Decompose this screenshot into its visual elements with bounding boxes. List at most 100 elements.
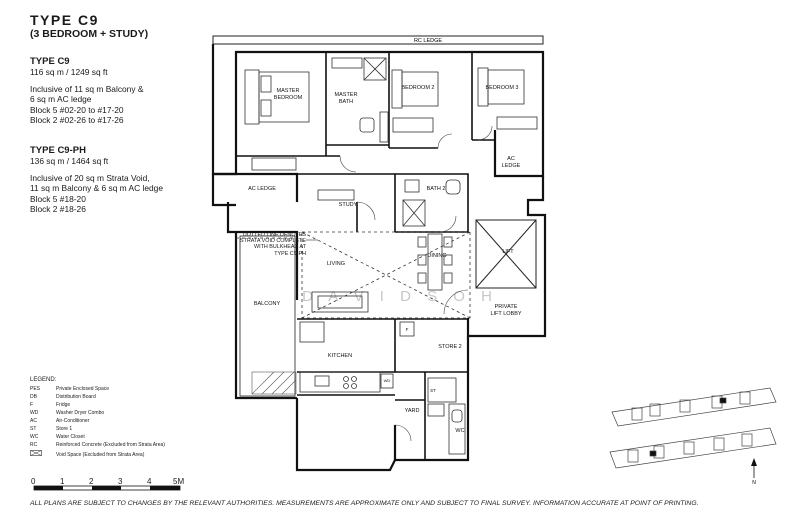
room-ac-ledge-right: LEDGE — [502, 163, 521, 169]
scale-bar — [33, 485, 181, 491]
page-subtitle: (3 BEDROOM + STUDY) — [30, 28, 149, 40]
legend-item: DB Distribution Board — [30, 394, 96, 400]
room-dining: DINING — [427, 253, 446, 259]
room-yard: YARD — [405, 408, 420, 414]
scale-label: 0 — [31, 477, 36, 486]
legend-code: WD — [30, 410, 39, 416]
room-master-bath: BATH — [339, 99, 353, 105]
legend-item: PES Private Enclosed Space — [30, 386, 109, 392]
ac-ledge-bottom — [251, 371, 297, 395]
bedroom3-bed — [477, 67, 538, 130]
unit-line: Block 2 #02-26 to #17-26 — [30, 114, 124, 125]
scale-label: 2 — [89, 477, 94, 486]
legend-desc: Washer Dryer Combo — [56, 410, 105, 416]
master-bath-fixtures — [331, 57, 389, 143]
bedroom2-bed — [391, 69, 439, 133]
callout-line: WITH BULKHEAD AT — [253, 244, 306, 251]
door-swings — [339, 125, 493, 442]
room-master-bath: MASTER — [335, 92, 358, 98]
wardrobe — [251, 157, 297, 171]
unit-name: TYPE C9 — [30, 56, 70, 67]
unit-line: Block 2 #18-26 — [30, 203, 86, 214]
room-bedroom2: BEDROOM 2 — [401, 85, 434, 91]
label-fridge: F — [406, 327, 409, 332]
room-ac-ledge-left: AC LEDGE — [248, 186, 276, 192]
page-title: TYPE C9 — [30, 12, 99, 28]
yard-fixtures — [427, 377, 466, 455]
key-plan — [609, 387, 777, 469]
unit-name: TYPE C9-PH — [30, 145, 86, 156]
strata-void-callout: DOTTED LINE DENOTES STRATA VOID COMPLETE… — [228, 232, 306, 257]
legend-title: LEGEND: — [30, 377, 57, 383]
unit-line: Inclusive of 11 sq m Balcony & — [30, 84, 144, 95]
study-desk — [317, 189, 355, 201]
legend-item: RC Reinforced Concrete (Excluded from Str… — [30, 442, 165, 448]
unit-line: Inclusive of 20 sq m Strata Void, — [30, 173, 150, 184]
legend-code: DB — [30, 394, 37, 400]
room-lift: LIFT — [502, 249, 514, 255]
room-living: LIVING — [327, 261, 345, 267]
rc-ledge: RC LEDGE — [212, 35, 544, 45]
balcony-area — [239, 235, 296, 397]
legend-desc: Air-Conditioner — [56, 418, 90, 424]
disclaimer-footer: ALL PLANS ARE SUBJECT TO CHANGES BY THE … — [30, 500, 699, 507]
unit-line: 6 sq m AC ledge — [30, 94, 92, 105]
room-private-lift-lobby: LIFT LOBBY — [490, 311, 521, 317]
legend-desc: Distribution Board — [56, 394, 96, 400]
unit-area: 136 sq m / 1464 sq ft — [30, 156, 109, 166]
callout-line: DOTTED LINE DENOTES — [242, 232, 306, 238]
bath2-fixtures — [402, 179, 461, 227]
lift — [475, 219, 537, 289]
legend-item: AC Air-Conditioner — [30, 418, 89, 424]
legend-code: PES — [30, 386, 41, 392]
room-master-bedroom: MASTER — [277, 88, 300, 94]
legend-item: WC Water Closet — [30, 434, 85, 440]
legend-code: ST — [30, 426, 37, 432]
void-space-swatch — [30, 450, 56, 458]
room-master-bedroom: BEDROOM — [274, 95, 303, 101]
room-balcony: BALCONY — [254, 301, 281, 307]
scale-label: 4 — [147, 477, 152, 486]
unit-line: Block 5 #18-20 — [30, 193, 86, 204]
legend-desc: Water Closet — [56, 434, 85, 440]
room-bedroom3: BEDROOM 3 — [485, 85, 518, 91]
room-wc: WC — [455, 428, 464, 434]
room-study: STUDY — [339, 202, 358, 208]
room-bath2: BATH 2 — [427, 186, 446, 192]
legend-item: F Fridge — [30, 402, 70, 408]
legend-code: F — [30, 402, 34, 408]
kitchen-counters — [299, 321, 415, 393]
sofa — [311, 291, 369, 313]
svg-text:RC LEDGE: RC LEDGE — [414, 38, 442, 44]
legend-item: WD Washer Dryer Combo — [30, 410, 104, 416]
scale-label: 1 — [60, 477, 65, 486]
room-ac-ledge-right: AC — [507, 156, 515, 162]
dining-table — [417, 233, 453, 291]
room-st: ST — [430, 388, 436, 393]
unit-area: 116 sq m / 1249 sq ft — [30, 67, 108, 77]
scale-label: 5M — [173, 477, 185, 486]
unit-info-c9-ph: TYPE C9-PH 136 sq m / 1464 sq ft Inclusi… — [30, 145, 163, 214]
legend-desc: Fridge — [56, 402, 71, 408]
room-kitchen: KITCHEN — [328, 353, 352, 359]
callout-line: TYPE C9-PH — [274, 250, 306, 257]
legend-code: WC — [30, 434, 39, 440]
callout-line: STRATA VOID COMPLETE — [240, 238, 306, 245]
master-bed — [244, 69, 310, 125]
room-private-lift-lobby: PRIVATE — [495, 304, 518, 310]
watermark: D A V I D S O H — [302, 288, 498, 305]
legend-desc: Private Enclosed Space — [56, 386, 110, 392]
room-store2: STORE 2 — [438, 344, 461, 350]
north-arrow: N — [751, 458, 757, 486]
legend-desc: Void Space (Excluded from Strata Area) — [56, 452, 145, 458]
label-wd: WD — [384, 378, 391, 383]
legend-code: RC — [30, 442, 38, 448]
unit-line: 11 sq m Balcony & 6 sq m AC ledge — [30, 183, 163, 194]
outer-walls — [211, 44, 547, 472]
legend-desc: Reinforced Concrete (Excluded from Strat… — [56, 442, 165, 448]
legend-code: AC — [30, 418, 37, 424]
svg-text:N: N — [752, 480, 756, 486]
legend-item: Void Space (Excluded from Strata Area) — [30, 450, 144, 458]
